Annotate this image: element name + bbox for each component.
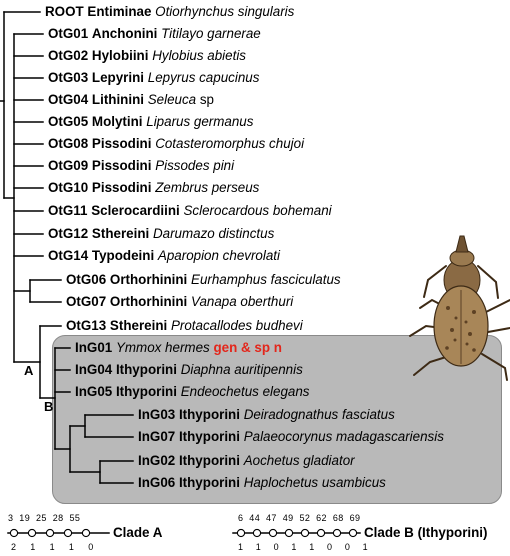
clade-a-label: Clade A	[113, 525, 163, 540]
clade-b-character-circle	[316, 528, 326, 538]
taxon-label: OtG11 Sclerocardiini Sclerocardous bohem…	[48, 203, 332, 218]
taxon-label: InG02 Ithyporini Aochetus gladiator	[138, 453, 355, 468]
taxon-label: OtG10 Pissodini Zembrus perseus	[48, 180, 260, 195]
taxon-label: OtG01 Anchonini Titilayo garnerae	[48, 26, 261, 41]
taxon-label: InG06 Ithyporini Haplochetus usambicus	[138, 475, 386, 490]
clade-a-character-circle	[9, 528, 19, 538]
taxon-label: OtG02 Hylobiini Hylobius abietis	[48, 48, 246, 63]
taxon-label: ROOT Entiminae Otiorhynchus singularis	[45, 4, 295, 19]
taxon-label: OtG06 Orthorhinini Eurhamphus fasciculat…	[66, 272, 341, 287]
clade-b-character-circle	[332, 528, 342, 538]
clade-a-characters: 3 19 25 28 55	[8, 513, 81, 523]
weevil-icon	[409, 235, 510, 381]
clade-a-character-circle	[27, 528, 37, 538]
taxon-label: InG07 Ithyporini Palaeocorynus madagasca…	[138, 429, 444, 444]
taxon-label: OtG08 Pissodini Cotasteromorphus chujoi	[48, 136, 305, 151]
taxon-label: OtG04 Lithinini Seleuca sp	[48, 92, 215, 107]
taxon-label: InG05 Ithyporini Endeochetus elegans	[75, 384, 310, 399]
taxon-label: OtG14 Typodeini Aparopion chevrolati	[48, 248, 280, 263]
clade-b-character-circle	[252, 528, 262, 538]
taxon-label: OtG05 Molytini Liparus germanus	[48, 114, 254, 129]
taxon-label: OtG07 Orthorhinini Vanapa oberthuri	[66, 294, 294, 309]
node-a-label: A	[24, 363, 34, 378]
clade-b-states: 1 1 0 1 1 0 0 1	[238, 542, 369, 552]
taxon-label: InG03 Ithyporini Deiradognathus fasciatu…	[138, 407, 395, 422]
clade-b-character-circle	[284, 528, 294, 538]
node-b-label: B	[44, 399, 54, 414]
clade-a-character-circle	[81, 528, 91, 538]
taxon-label: OtG09 Pissodini Pissodes pini	[48, 158, 235, 173]
taxon-label: OtG12 Sthereini Darumazo distinctus	[48, 226, 275, 241]
clade-b-character-circle	[268, 528, 278, 538]
new-taxon-highlight: gen & sp n	[213, 340, 282, 355]
taxon-label: OtG13 Sthereini Protacallodes budhevi	[66, 318, 303, 333]
clade-b-label: Clade B (Ithyporini)	[364, 525, 488, 540]
clade-a-states: 2 1 1 1 0	[11, 542, 94, 552]
clade-b-characters: 6 44 47 49 52 62 68 69	[238, 513, 361, 523]
taxon-label: InG01 Ymmox hermes gen & sp n	[75, 340, 282, 355]
clade-b-character-circle	[236, 528, 246, 538]
clade-b-character-circle	[348, 528, 358, 538]
clade-a-character-circle	[45, 528, 55, 538]
clade-b-character-circle	[300, 528, 310, 538]
taxon-label: OtG03 Lepyrini Lepyrus capucinus	[48, 70, 260, 85]
clade-a-character-circle	[63, 528, 73, 538]
taxon-label: InG04 Ithyporini Diaphna auritipennis	[75, 362, 303, 377]
